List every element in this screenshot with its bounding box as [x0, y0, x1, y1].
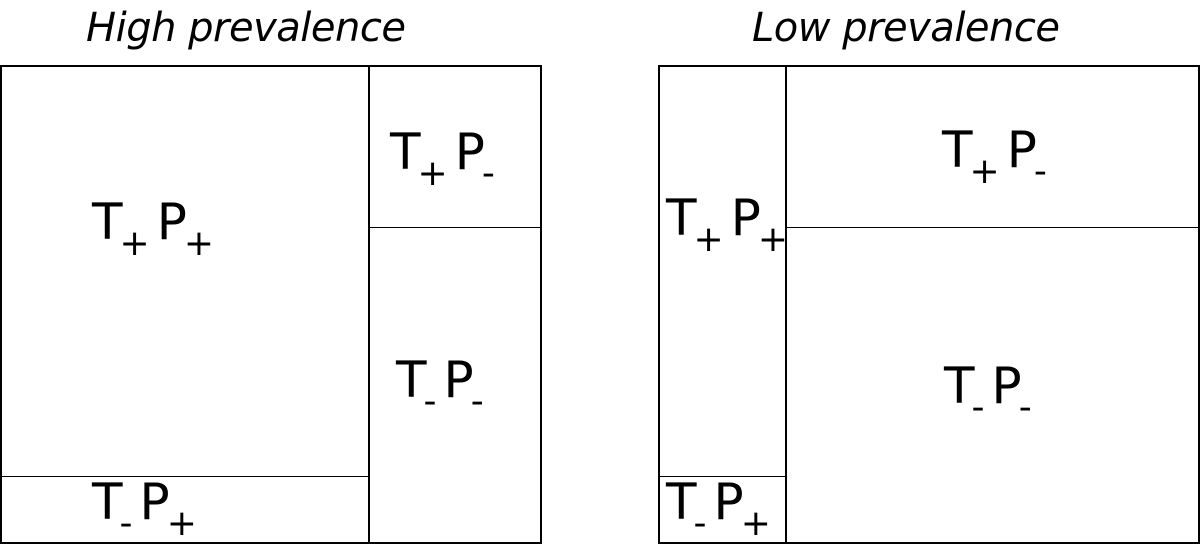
label-p-sign: - [1018, 387, 1032, 428]
label-p-sign: + [740, 503, 771, 544]
cell-true-positive [0, 65, 370, 477]
label-true-positive: T+P+ [92, 197, 214, 262]
label-false-positive: T+P- [942, 125, 1047, 190]
label-p: P [730, 189, 761, 247]
cell-false-negative [0, 476, 370, 544]
label-t-sign: - [119, 503, 133, 544]
label-true-negative: T-P- [944, 361, 1032, 426]
label-p: P [713, 473, 744, 531]
label-false-negative: T-P+ [92, 477, 197, 542]
label-t-sign: + [969, 151, 1000, 192]
label-t-sign: - [971, 387, 985, 428]
label-t: T [92, 473, 123, 531]
label-p-sign: - [1033, 151, 1047, 192]
label-t: T [666, 189, 697, 247]
label-p: P [454, 123, 485, 181]
label-p: P [991, 357, 1022, 415]
high-prevalence-diagram: T+P+ T+P- T-P- T-P+ [0, 65, 542, 544]
label-t-sign: + [417, 153, 448, 194]
label-false-negative: T-P+ [666, 477, 771, 542]
label-false-positive: T+P- [390, 127, 495, 192]
label-p: P [156, 193, 187, 251]
cell-true-negative [368, 227, 542, 544]
label-t: T [666, 473, 697, 531]
label-t: T [942, 121, 973, 179]
label-p: P [1006, 121, 1037, 179]
label-t: T [944, 357, 975, 415]
label-p-sign: - [481, 153, 495, 194]
label-t-sign: + [119, 223, 150, 264]
label-p-sign: + [183, 223, 214, 264]
high-prevalence-title: High prevalence [86, 5, 406, 51]
label-t-sign: - [693, 503, 707, 544]
cell-true-positive [658, 65, 787, 477]
label-t: T [396, 351, 427, 409]
label-p-sign: + [757, 219, 788, 260]
low-prevalence-title: Low prevalence [752, 5, 1060, 51]
label-t: T [390, 123, 421, 181]
label-true-negative: T-P- [396, 355, 484, 420]
label-t: T [92, 193, 123, 251]
label-p: P [443, 351, 474, 409]
label-true-positive: T+P+ [666, 193, 788, 258]
label-p-sign: + [166, 503, 197, 544]
label-t-sign: - [423, 381, 437, 422]
low-prevalence-diagram: T+P+ T+P- T-P- T-P+ [658, 65, 1200, 544]
label-p: P [139, 473, 170, 531]
label-t-sign: + [693, 219, 724, 260]
cell-false-negative [658, 476, 787, 544]
label-p-sign: - [470, 381, 484, 422]
